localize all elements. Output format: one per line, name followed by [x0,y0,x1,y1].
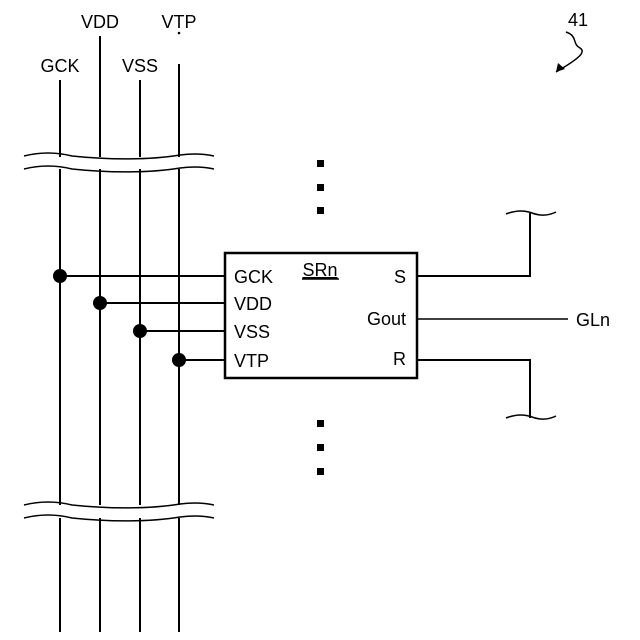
wire-r-output [417,360,530,418]
bus-label-vdd: VDD [81,12,119,32]
port-label-r: R [393,349,406,369]
output-label: GLn [576,310,610,330]
port-label-s: S [394,267,406,287]
wire-s-output [417,213,530,276]
port-label-gout: Gout [367,309,406,329]
ellipsis-dot [317,468,324,475]
ellipsis-dot [317,207,324,214]
junction-dot-gck [53,269,67,283]
reference-numeral: 41 [568,10,588,30]
junction-dot-vtp [172,353,186,367]
ellipsis-dot [317,444,324,451]
ellipsis-dot [317,420,324,427]
ellipsis-dot [317,160,324,167]
junction-dot-vss [133,324,147,338]
port-label-vtp: VTP [234,351,269,371]
block-title: SRn [302,260,337,280]
vtp-label-dot [178,32,181,35]
bus-label-gck: GCK [40,56,79,76]
port-label-vss: VSS [234,322,270,342]
bus-label-vss: VSS [122,56,158,76]
junction-dot-vdd [93,296,107,310]
continuation-dots-upper [317,160,324,214]
port-label-vdd: VDD [234,294,272,314]
port-label-gck: GCK [234,267,273,287]
bus-label-vtp: VTP [161,12,196,32]
bus-lines [60,36,179,632]
continuation-dots-lower [317,420,324,475]
ellipsis-dot [317,184,324,191]
